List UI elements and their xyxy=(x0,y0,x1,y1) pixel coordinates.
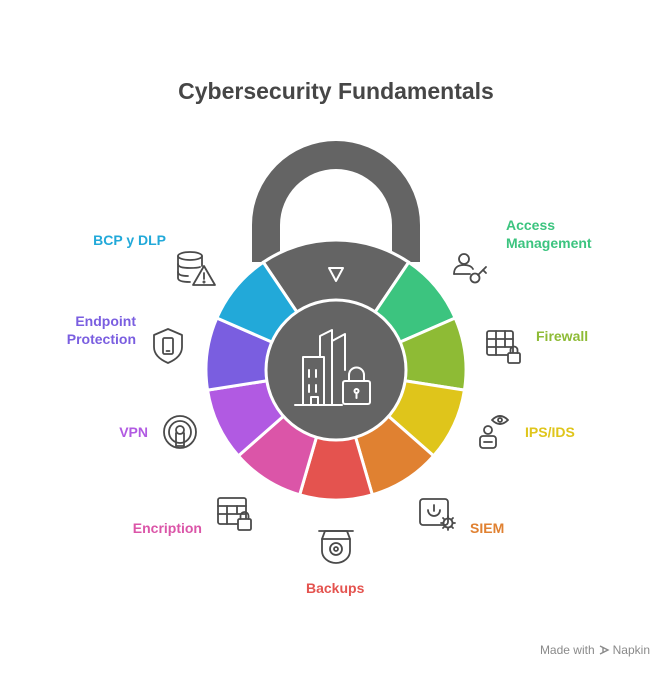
vpn-signal-icon xyxy=(163,415,197,449)
triangle-down-icon xyxy=(328,267,344,282)
label-bcp-dlp: BCP y DLP xyxy=(93,232,166,248)
center-circle xyxy=(264,298,408,442)
watermark-prefix: Made with xyxy=(539,643,595,657)
napkin-watermark: Made with Napkin xyxy=(540,643,650,657)
user-key-icon xyxy=(453,253,487,284)
table-lock-icon xyxy=(217,497,252,531)
napkin-logo-icon xyxy=(599,645,610,655)
label-backups: Backups xyxy=(306,580,365,596)
label-siem: SIEM xyxy=(470,520,505,536)
label-firewall: Firewall xyxy=(536,328,589,344)
page-title: Cybersecurity Fundamentals xyxy=(178,78,494,104)
label-vpn: VPN xyxy=(119,424,148,440)
camera-icon xyxy=(318,530,354,564)
database-warning-icon xyxy=(177,251,216,286)
building-lock-icon xyxy=(294,329,371,406)
shield-device-icon xyxy=(153,328,183,364)
label-encription: Encription xyxy=(132,520,202,536)
watermark-brand: Napkin xyxy=(612,643,650,657)
robot-eye-icon xyxy=(479,415,509,449)
lock-shackle xyxy=(252,141,420,262)
label-ips-ids: IPS/IDS xyxy=(525,424,575,440)
monitor-gear-icon xyxy=(419,498,456,531)
firewall-lock-icon xyxy=(486,330,521,364)
